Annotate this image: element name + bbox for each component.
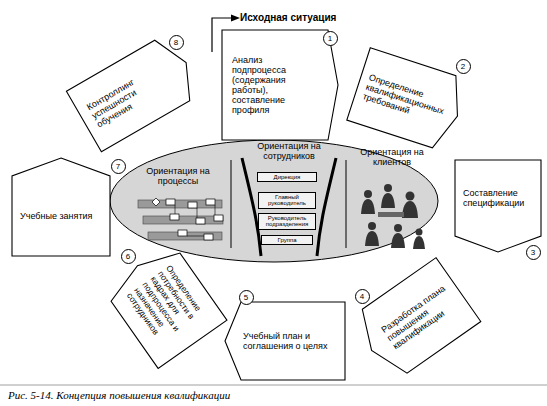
step-pentagon: Разработка плана повышения квалификации bbox=[349, 258, 481, 383]
hierarchy-box: Дирекция bbox=[257, 172, 317, 182]
step-pentagon: Учебные занятия bbox=[12, 158, 110, 256]
step-outline bbox=[222, 30, 338, 140]
section-heading: Ориентация на клиентов bbox=[350, 147, 434, 167]
node-body: Учебные занятия bbox=[12, 158, 110, 256]
step-pentagon: Составление спецификации bbox=[455, 160, 541, 252]
level-text: Главный руководитель bbox=[261, 194, 313, 207]
step-outline bbox=[66, 32, 203, 152]
step-outline bbox=[12, 158, 110, 256]
node-body: Составление спецификации bbox=[455, 160, 541, 252]
node-body: Учебный план и соглашения о целях bbox=[225, 302, 345, 380]
step-pentagon: Определение квалификационных требований bbox=[347, 48, 469, 152]
frame-rule bbox=[0, 385, 547, 386]
step-pentagon: Учебный план и соглашения о целях bbox=[225, 302, 345, 380]
callout-number: 4 bbox=[355, 289, 370, 304]
section-heading: Ориентация на сотрудников bbox=[236, 141, 342, 161]
figure-caption: Рис. 5-14. Концепция повышения квалифика… bbox=[8, 389, 230, 401]
step-outline bbox=[225, 302, 345, 380]
node-body: Контроллинг успешности обучения bbox=[66, 32, 203, 152]
arrow-head bbox=[231, 15, 240, 22]
node-body: Руководитель подразделения bbox=[261, 215, 313, 228]
orientation-section: Ориентация на процессы bbox=[130, 166, 226, 196]
orientation-ellipse bbox=[110, 140, 438, 262]
hierarchy-box: Главный руководитель bbox=[258, 192, 316, 209]
step-outline bbox=[103, 242, 227, 369]
step-text: Определение потребности в кадрах для под… bbox=[124, 264, 213, 357]
node-body: Главный руководитель bbox=[261, 194, 313, 207]
node-body: Группа bbox=[264, 237, 310, 243]
start-label: Исходная ситуация bbox=[240, 12, 336, 23]
level-text: Дирекция bbox=[260, 174, 314, 180]
orientation-section: Ориентация на сотрудниковДирекцияГлавный… bbox=[236, 141, 342, 259]
callout-number: 3 bbox=[526, 245, 541, 260]
step-shape bbox=[12, 158, 110, 256]
step-text: Учебный план и соглашения о целях bbox=[243, 331, 337, 351]
step-outline bbox=[455, 160, 541, 252]
callout-number: 2 bbox=[456, 59, 471, 74]
step-pentagon: Анализ подпроцесса (содержания работы), … bbox=[222, 30, 338, 140]
callout-number: 6 bbox=[121, 249, 136, 264]
orientation-section: Ориентация на клиентов bbox=[350, 147, 434, 177]
section-heading: Ориентация на процессы bbox=[130, 166, 226, 186]
hierarchy-box: Группа bbox=[261, 235, 313, 245]
step-outline bbox=[349, 258, 481, 383]
process-illustration bbox=[138, 198, 223, 240]
callout-number: 1 bbox=[323, 31, 338, 46]
level-text: Руководитель подразделения bbox=[261, 215, 313, 228]
node-body: Определение квалификационных требований bbox=[347, 48, 469, 152]
step-text: Учебные занятия bbox=[20, 211, 104, 221]
node-body: Разработка плана повышения квалификации bbox=[349, 258, 481, 383]
step-outline bbox=[347, 48, 469, 152]
node-body: Ориентация на процессы bbox=[130, 166, 226, 196]
level-text: Группа bbox=[264, 237, 310, 243]
hierarchy-box: Руководитель подразделения bbox=[258, 213, 316, 230]
section-divider bbox=[231, 160, 232, 248]
step-pentagon: Контроллинг успешности обучения bbox=[66, 32, 203, 152]
step-text: Разработка плана повышения квалификации bbox=[379, 281, 462, 352]
step-text: Контроллинг успешности обучения bbox=[85, 59, 176, 129]
section-divider bbox=[346, 160, 347, 248]
callout-number: 8 bbox=[169, 35, 184, 50]
callout-number: 7 bbox=[111, 159, 126, 174]
node-body: Анализ подпроцесса (содержания работы), … bbox=[222, 30, 338, 140]
node-body: Ориентация на клиентов bbox=[350, 147, 434, 177]
node-body: Дирекция bbox=[260, 174, 314, 180]
client-illustration bbox=[361, 184, 425, 249]
funnel-wall bbox=[317, 158, 336, 256]
callout-number: 5 bbox=[239, 290, 254, 305]
step-text: Определение квалификационных требований bbox=[361, 72, 445, 125]
step-text: Составление спецификации bbox=[463, 188, 537, 208]
step-text: Анализ подпроцесса (содержания работы), … bbox=[232, 55, 312, 115]
